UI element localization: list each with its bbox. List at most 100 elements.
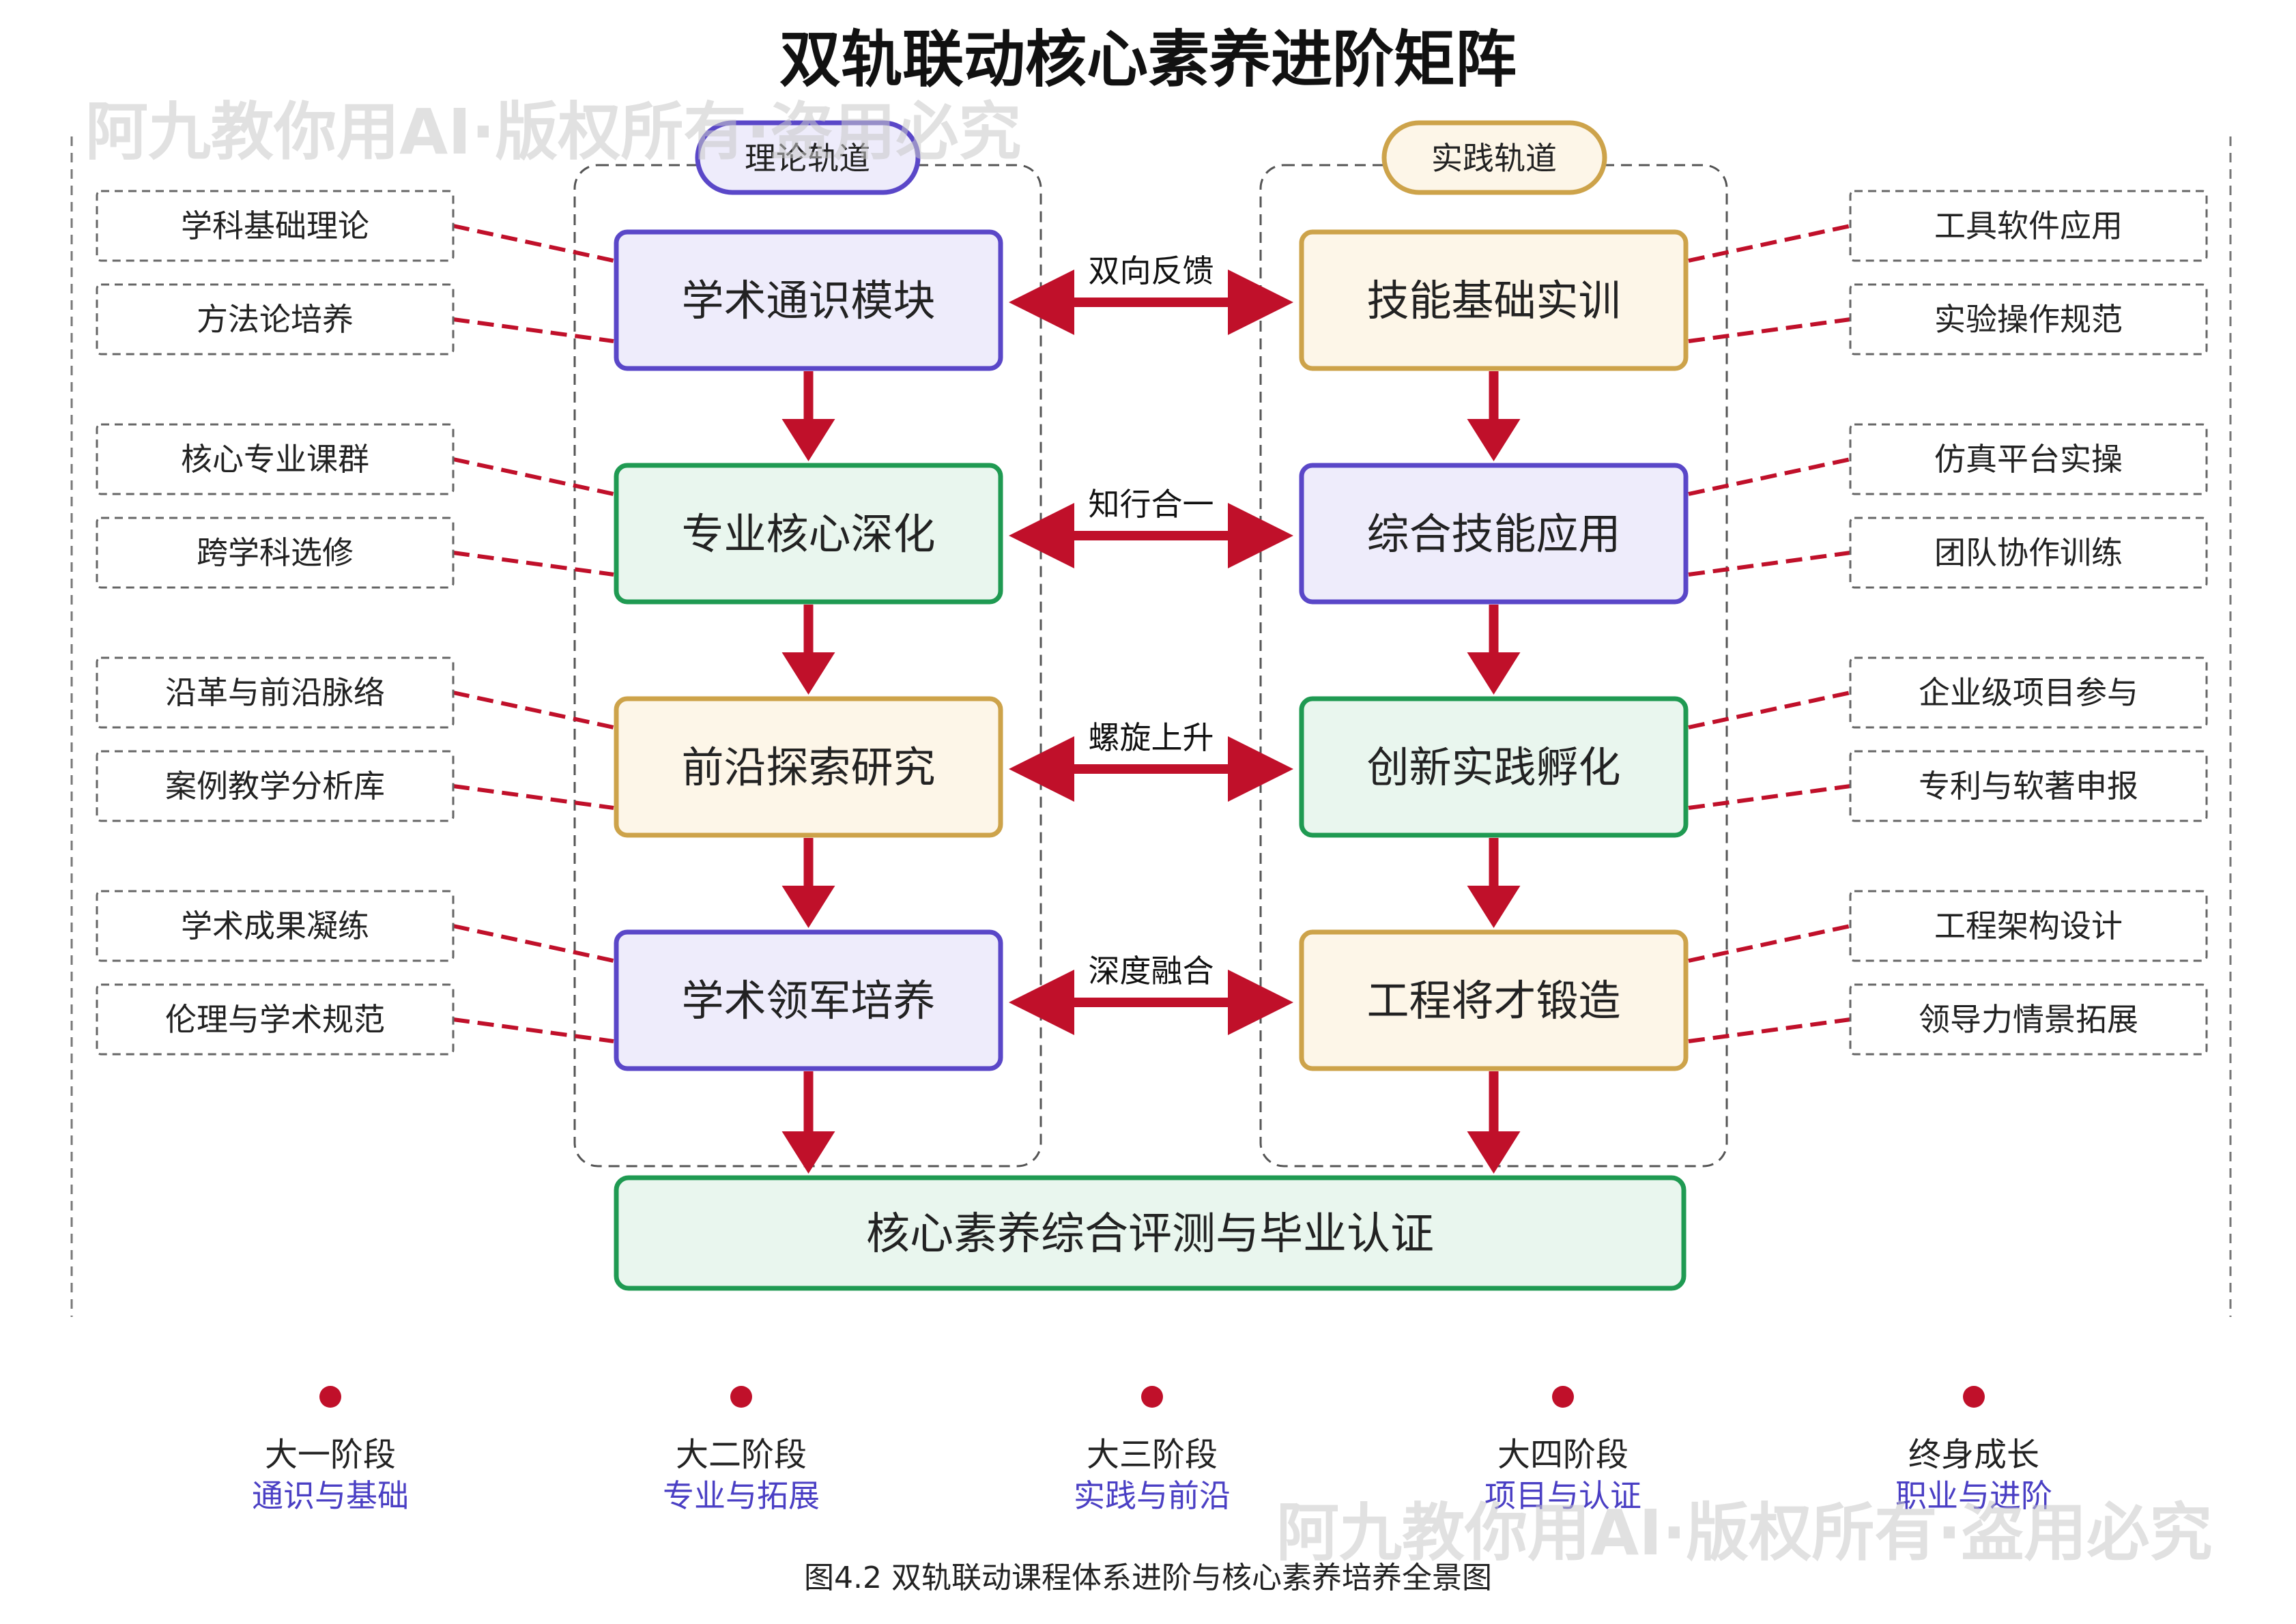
right-connector-line (1688, 784, 1851, 810)
stage-label: 大一阶段 (265, 1436, 396, 1474)
down-arrow (1467, 371, 1521, 461)
right-connector-line (1688, 224, 1851, 263)
theory-step-box: 学术通识模块 (614, 229, 1003, 371)
theory-step-box: 专业核心深化 (614, 463, 1003, 605)
watermark-top: 阿九教你用AI·版权所有·盗用必究 (85, 96, 1021, 169)
page-title: 双轨联动核心素养进阶矩阵 (779, 24, 1517, 96)
stage-label: 大三阶段 (1087, 1436, 1218, 1474)
right-connector-line (1688, 317, 1851, 343)
left-connector-line (453, 317, 614, 343)
right-item-box: 仿真平台实操 (1849, 423, 2208, 495)
right-item-box: 工程架构设计 (1849, 890, 2208, 962)
down-arrow (781, 605, 835, 695)
right-item-label: 企业级项目参与 (1919, 674, 2138, 711)
left-item-label: 核心专业课群 (181, 441, 369, 478)
left-item-box: 核心专业课群 (96, 423, 455, 495)
left-connector-line (453, 457, 614, 496)
right-item-label: 领导力情景拓展 (1919, 1001, 2138, 1038)
right-item-box: 实验操作规范 (1849, 283, 2208, 356)
left-connector-line (453, 924, 614, 963)
stage-sublabel: 职业与进阶 (1895, 1477, 2052, 1514)
left-item-box: 学科基础理论 (96, 190, 455, 262)
right-item-label: 团队协作训练 (1934, 534, 2123, 571)
right-connector-line (1688, 1017, 1851, 1043)
theory-step-box: 学术领军培养 (614, 929, 1003, 1071)
right-item-label: 工具软件应用 (1934, 207, 2123, 244)
down-arrow (1467, 838, 1521, 928)
theory-step-label: 专业核心深化 (681, 509, 935, 559)
left-item-box: 伦理与学术规范 (96, 983, 455, 1056)
right-item-box: 工具软件应用 (1849, 190, 2208, 262)
stage-label: 终身成长 (1908, 1436, 2039, 1474)
left-connector-line (453, 551, 614, 577)
stage-dot (319, 1386, 341, 1408)
left-item-box: 跨学科选修 (96, 517, 455, 589)
left-connector-line (453, 224, 614, 263)
theory-step-label: 前沿探索研究 (681, 742, 935, 792)
link-arrow: 知行合一 (1009, 486, 1293, 568)
stage-sublabel: 实践与前沿 (1074, 1477, 1231, 1514)
practice-step-box: 工程将才锻造 (1299, 929, 1689, 1071)
stage-dot (1963, 1386, 1985, 1408)
link-arrow: 螺旋上升 (1009, 719, 1293, 802)
down-arrow (781, 371, 835, 461)
stage-dot (1141, 1386, 1163, 1408)
practice-step-label: 技能基础实训 (1366, 276, 1620, 325)
stage-sublabel: 专业与拓展 (663, 1477, 820, 1514)
practice-step-label: 创新实践孵化 (1366, 742, 1620, 792)
right-item-label: 仿真平台实操 (1934, 441, 2123, 478)
theory-step-box: 前沿探索研究 (614, 696, 1003, 838)
right-item-box: 专利与软著申报 (1849, 750, 2208, 822)
right-item-label: 专利与软著申报 (1919, 768, 2138, 804)
practice-step-box: 创新实践孵化 (1299, 696, 1689, 838)
down-arrow (781, 1071, 835, 1174)
down-arrow (1467, 1071, 1521, 1174)
right-connector-line (1688, 457, 1851, 496)
practice-step-label: 综合技能应用 (1366, 509, 1620, 559)
final-certification-box: 核心素养综合评测与毕业认证 (614, 1175, 1687, 1291)
right-item-box: 团队协作训练 (1849, 517, 2208, 589)
left-item-label: 学术成果凝练 (181, 908, 369, 944)
link-label: 螺旋上升 (1089, 719, 1214, 756)
theory-track-label: 理论轨道 (695, 120, 921, 195)
left-item-label: 沿革与前沿脉络 (165, 674, 385, 711)
stage-sublabel: 项目与认证 (1484, 1477, 1641, 1514)
stage-dot (1552, 1386, 1574, 1408)
theory-step-label: 学术领军培养 (681, 976, 935, 1026)
right-item-box: 领导力情景拓展 (1849, 983, 2208, 1056)
left-item-label: 跨学科选修 (197, 534, 354, 571)
link-arrow: 深度融合 (1009, 953, 1293, 1035)
stage-dot (730, 1386, 752, 1408)
practice-step-box: 综合技能应用 (1299, 463, 1689, 605)
right-item-label: 实验操作规范 (1934, 301, 2123, 338)
watermark-bottom: 阿九教你用AI·版权所有·盗用必究 (1276, 1496, 2212, 1569)
down-arrow (781, 838, 835, 928)
left-item-label: 案例教学分析库 (165, 768, 385, 804)
left-item-box: 案例教学分析库 (96, 750, 455, 822)
theory-step-label: 学术通识模块 (681, 276, 935, 325)
link-label: 深度融合 (1089, 953, 1214, 989)
link-arrow: 双向反馈 (1009, 252, 1293, 335)
right-connector-line (1688, 924, 1851, 963)
right-item-box: 企业级项目参与 (1849, 656, 2208, 729)
down-arrow (1467, 605, 1521, 695)
left-item-box: 学术成果凝练 (96, 890, 455, 962)
final-certification-label: 核心素养综合评测与毕业认证 (866, 1209, 1434, 1260)
left-connector-line (453, 784, 614, 810)
left-item-label: 学科基础理论 (181, 207, 369, 244)
practice-step-label: 工程将才锻造 (1366, 976, 1620, 1026)
stage-label: 大四阶段 (1497, 1436, 1628, 1474)
figure-caption: 图4.2 双轨联动课程体系进阶与核心素养培养全景图 (804, 1561, 1492, 1595)
right-connector-line (1688, 691, 1851, 729)
right-item-label: 工程架构设计 (1934, 908, 2123, 944)
practice-track-label-text: 实践轨道 (1431, 140, 1557, 177)
left-connector-line (453, 1017, 614, 1043)
practice-step-box: 技能基础实训 (1299, 229, 1689, 371)
left-item-label: 方法论培养 (197, 301, 354, 338)
